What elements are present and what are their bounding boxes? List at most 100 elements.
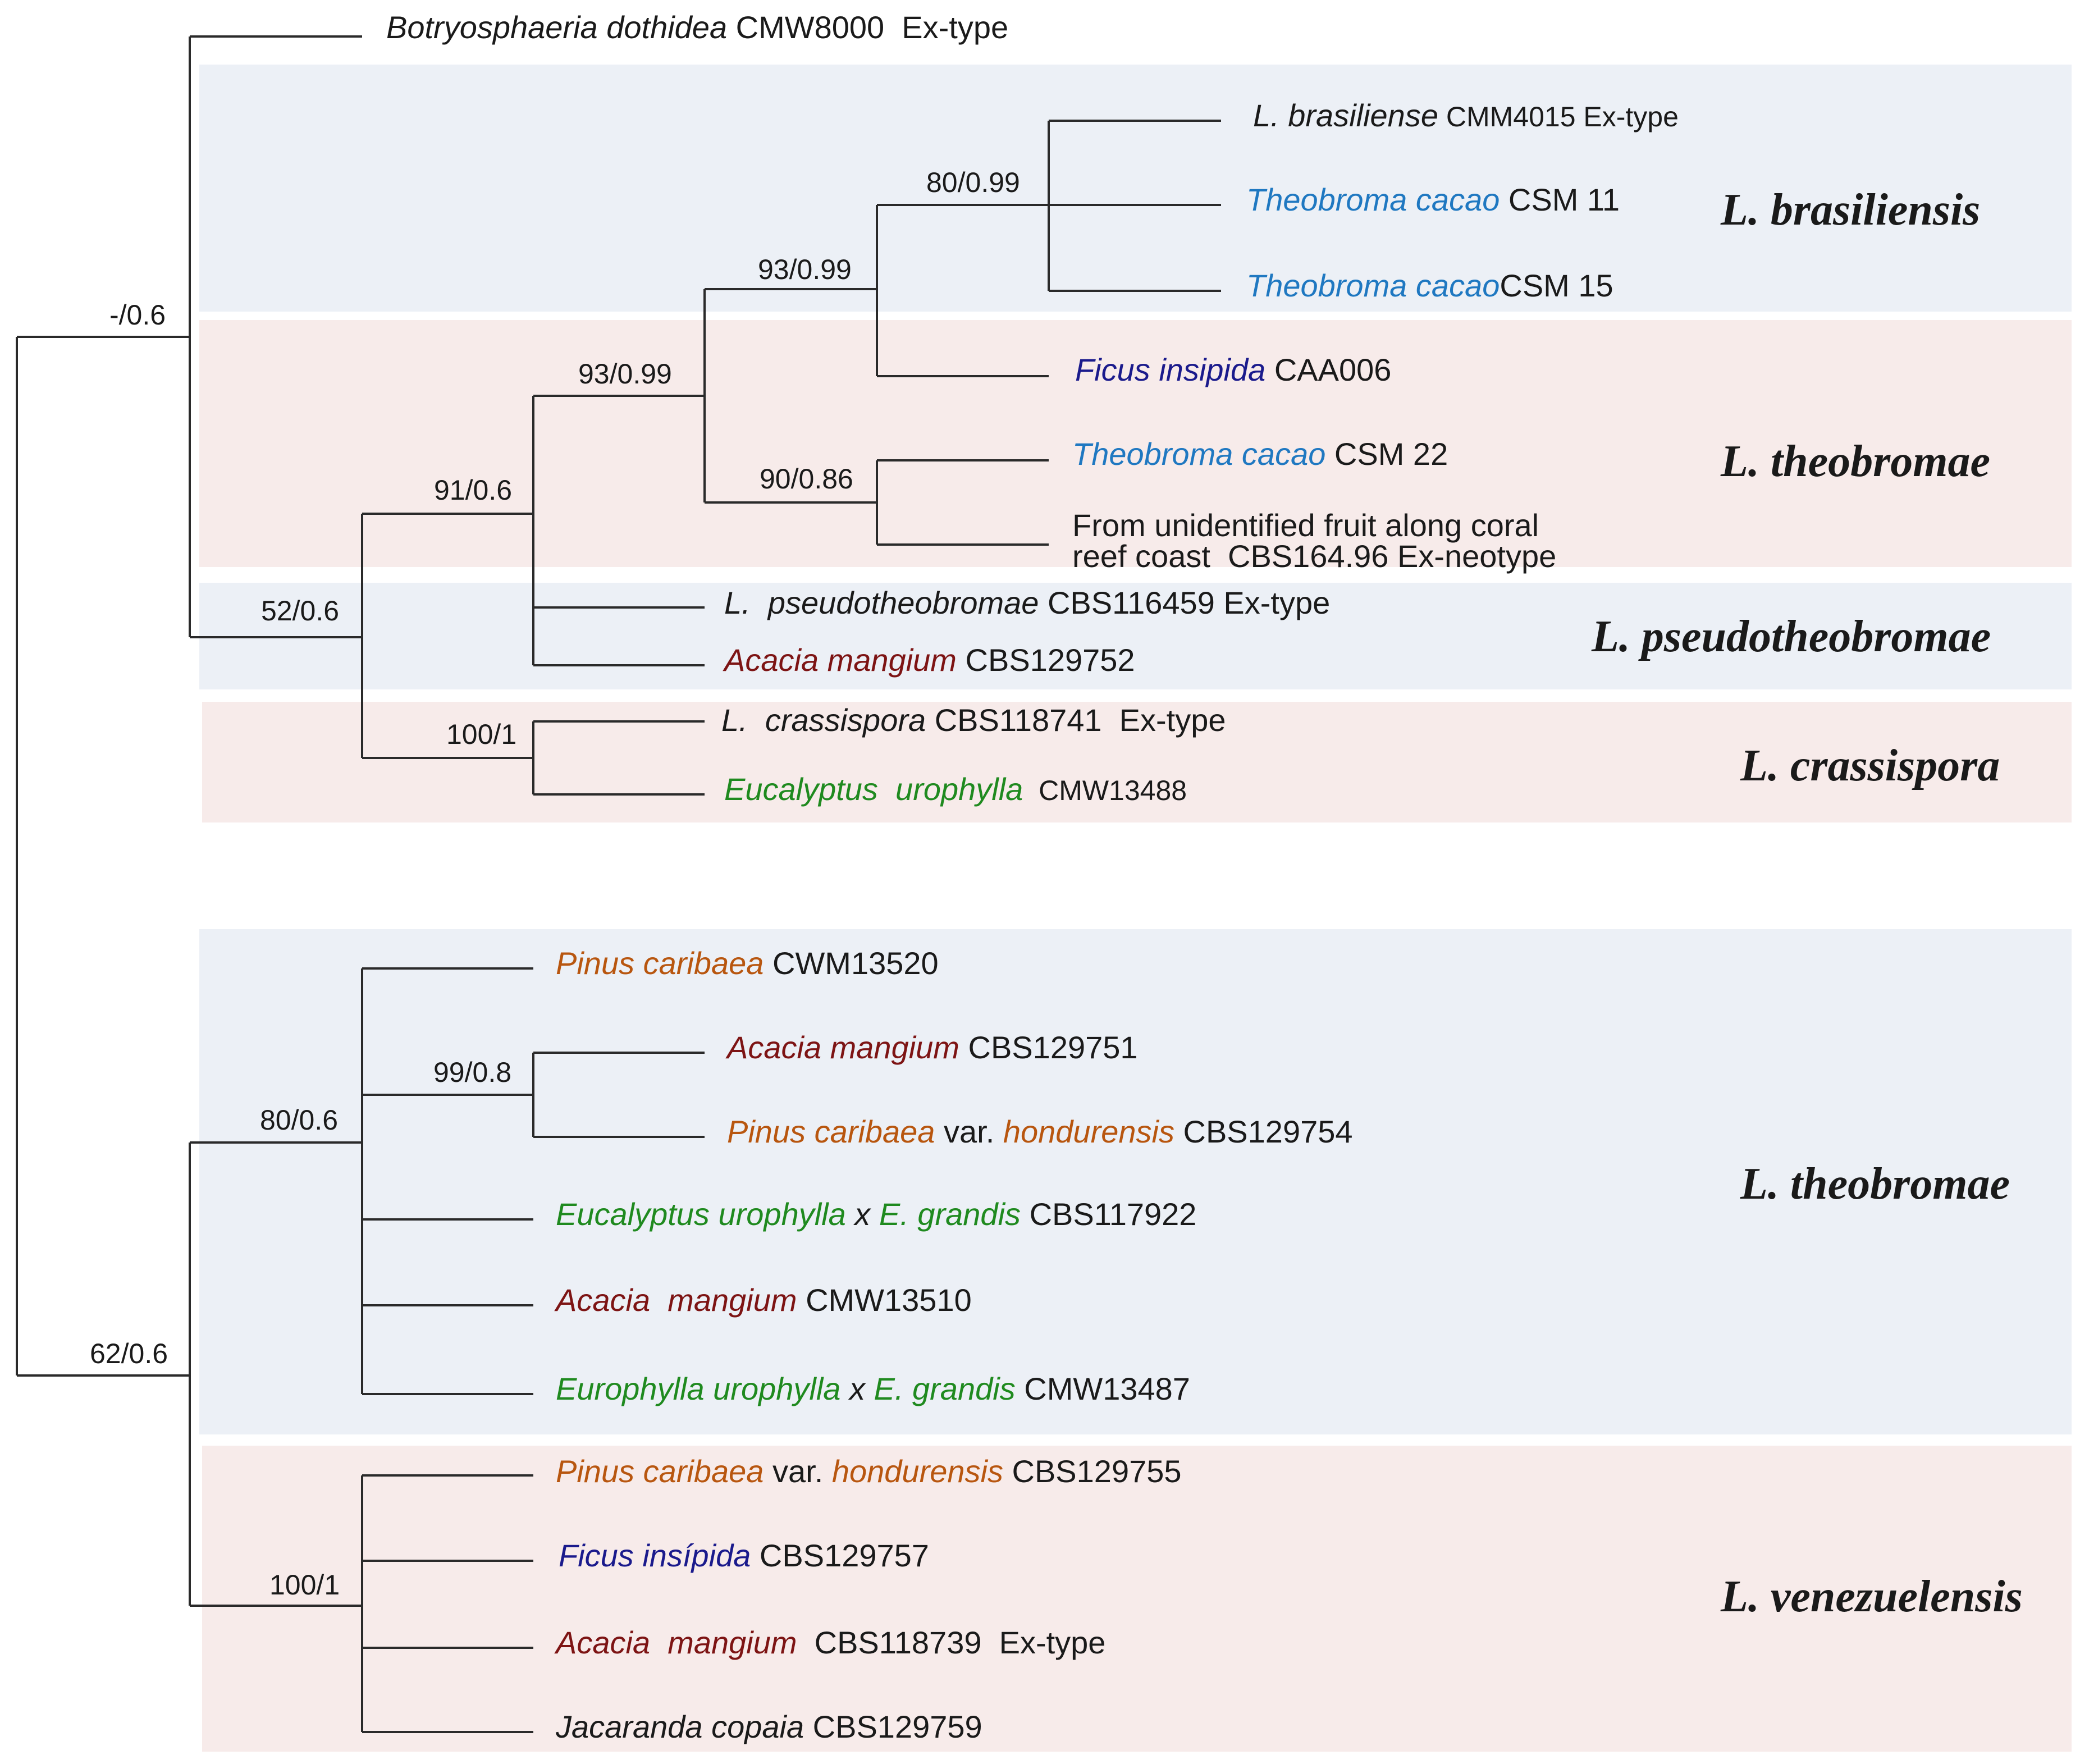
branches	[16, 35, 1221, 1733]
taxon-label-part: CSM 22	[1325, 436, 1448, 472]
taxon-label: From unidentified fruit along coral	[1072, 508, 1539, 543]
taxon-label-part: CBS129752	[957, 642, 1135, 678]
support-label: 93/0.99	[758, 254, 852, 285]
taxon-label-part: Eucalyptus urophylla	[556, 1196, 846, 1232]
taxon-labels: Botryosphaeria dothidea CMW8000 Ex-typeL…	[386, 10, 1679, 1744]
taxon-label-part: Ficus insipida	[1075, 352, 1265, 387]
taxon-label-part: From unidentified fruit along coral	[1072, 508, 1539, 543]
taxon-label-part: CMW8000 Ex-type	[727, 10, 1008, 45]
taxon-label-part: CBS116459 Ex-type	[1039, 585, 1330, 620]
taxon-label: Pinus caribaea var. hondurensis CBS12975…	[556, 1454, 1182, 1489]
taxon-label-part: CSM 15	[1500, 268, 1613, 303]
band-venezuelensis	[202, 1446, 2072, 1752]
taxon-label-part: Theobroma cacao	[1072, 436, 1325, 472]
taxon-label-part: CBS129755	[1003, 1454, 1182, 1489]
taxon-label-part: Theobroma cacao	[1246, 182, 1500, 217]
band-theobromae-1	[199, 320, 2072, 567]
taxon-label-part: Pinus caribaea	[556, 1454, 764, 1489]
taxon-label: Acacia mangium CBS118739 Ex-type	[554, 1625, 1105, 1660]
taxon-label-part: CMW13510	[797, 1282, 972, 1318]
support-label: 62/0.6	[90, 1338, 168, 1369]
taxon-label: Acacia mangium CBS129751	[725, 1030, 1138, 1065]
taxon-label-part: hondurensis	[1003, 1114, 1174, 1149]
support-label: 100/1	[269, 1569, 340, 1601]
taxon-label-part: Botryosphaeria	[386, 10, 598, 45]
band-theobromae-2	[199, 929, 2072, 1434]
taxon-label: Acacia mangium CMW13510	[554, 1282, 972, 1318]
taxon-label-part: Ficus insípida	[559, 1538, 751, 1573]
taxon-label-part: dothidea	[598, 10, 727, 45]
taxon-label-part: var.	[764, 1454, 831, 1489]
taxon-label-part: E. grandis	[874, 1371, 1016, 1406]
taxon-label: Theobroma cacaoCSM 15	[1246, 268, 1613, 303]
support-label: 52/0.6	[261, 595, 339, 627]
clade-label-pseudotheobromae: L. pseudotheobromae	[1591, 612, 1991, 661]
taxon-label: L. pseudotheobromae CBS116459 Ex-type	[724, 585, 1330, 620]
taxon-label-part: CBS118741 Ex-type	[926, 702, 1226, 738]
taxon-label: L. crassispora CBS118741 Ex-type	[721, 702, 1226, 738]
clade-label-crassispora: L. crassispora	[1740, 741, 2000, 790]
clade-label-venezuelensis: L. venezuelensis	[1720, 1572, 2023, 1621]
support-label: 93/0.99	[578, 358, 672, 390]
support-label: 80/0.6	[260, 1104, 338, 1136]
taxon-label-part: x	[840, 1371, 874, 1406]
taxon-label-part: var.	[935, 1114, 1003, 1149]
taxon-label: Acacia mangium CBS129752	[723, 642, 1135, 678]
taxon-label-part: Acacia mangium	[554, 1625, 797, 1660]
taxon-label-part: CAA006	[1265, 352, 1391, 387]
clade-label-theobromae: L. theobromae	[1740, 1159, 2010, 1209]
taxon-label: Pinus caribaea CWM13520	[556, 945, 939, 981]
support-label: 100/1	[446, 719, 516, 750]
support-label: -/0.6	[109, 299, 166, 331]
taxon-label-part: Eucalyptus urophylla	[724, 771, 1023, 807]
band-brasiliensis	[199, 65, 2072, 312]
clade-label-theobromae: L. theobromae	[1720, 437, 1990, 486]
clade-label-brasiliensis: L. brasiliensis	[1720, 185, 1980, 235]
taxon-label-part: L. brasiliense	[1253, 98, 1438, 133]
taxon-label: Jacaranda copaia CBS129759	[555, 1709, 982, 1744]
support-label: 91/0.6	[434, 474, 512, 506]
taxon-label: Ficus insípida CBS129757	[559, 1538, 929, 1573]
taxon-label-part: reef coast CBS164.96 Ex-neotype	[1072, 538, 1556, 574]
taxon-label: Botryosphaeria dothidea CMW8000 Ex-type	[386, 10, 1008, 45]
support-label: 90/0.86	[760, 463, 853, 495]
taxon-label-part: Jacaranda copaia	[555, 1709, 804, 1744]
taxon-label-part: CSM 11	[1500, 182, 1620, 217]
taxon-label: Eucalyptus urophylla x E. grandis CBS117…	[556, 1196, 1196, 1232]
taxon-label-part: CWM13520	[764, 945, 938, 981]
taxon-label: Eucalyptus urophylla CMW13488	[724, 771, 1187, 807]
taxon-label-part: Acacia mangium	[554, 1282, 797, 1318]
taxon-label-part: CBS118739 Ex-type	[797, 1625, 1106, 1660]
taxon-label: Ficus insipida CAA006	[1075, 352, 1391, 387]
support-label: 80/0.99	[926, 167, 1020, 198]
taxon-label: Europhylla urophylla x E. grandis CMW134…	[556, 1371, 1190, 1406]
taxon-label-part: Europhylla urophylla	[556, 1371, 840, 1406]
taxon-label-part: CBS129751	[959, 1030, 1138, 1065]
taxon-label-part: CBS129757	[751, 1538, 929, 1573]
taxon-label-part: x	[846, 1196, 879, 1232]
taxon-label-part: hondurensis	[832, 1454, 1003, 1489]
taxon-label-part: CMW13487	[1016, 1371, 1190, 1406]
taxon-label: L. brasiliense CMM4015 Ex-type	[1253, 98, 1679, 133]
taxon-label-part: CBS117922	[1021, 1196, 1196, 1232]
taxon-label-part: Acacia mangium	[725, 1030, 959, 1065]
taxon-label-part: L. pseudotheobromae	[724, 585, 1039, 620]
taxon-label: reef coast CBS164.96 Ex-neotype	[1072, 538, 1556, 574]
taxon-label-part: CBS129759	[804, 1709, 982, 1744]
taxon-label-part: L. crassispora	[721, 702, 926, 738]
taxon-label-part: E. grandis	[879, 1196, 1021, 1232]
support-label: 99/0.8	[433, 1057, 511, 1088]
taxon-label-part: CBS129754	[1174, 1114, 1353, 1149]
band-pseudotheobromae	[199, 583, 2072, 689]
taxon-label-part: Pinus caribaea	[556, 945, 764, 981]
band-crassispora	[202, 702, 2072, 822]
taxon-label-part: CMM4015 Ex-type	[1438, 101, 1679, 132]
taxon-label-part: Theobroma cacao	[1246, 268, 1500, 303]
taxon-label: Theobroma cacao CSM 22	[1072, 436, 1448, 472]
taxon-label: Theobroma cacao CSM 11	[1246, 182, 1620, 217]
taxon-label: Pinus caribaea var. hondurensis CBS12975…	[727, 1114, 1353, 1149]
taxon-label-part: CMW13488	[1023, 775, 1187, 806]
taxon-label-part: Pinus caribaea	[727, 1114, 935, 1149]
taxon-label-part: Acacia mangium	[723, 642, 957, 678]
